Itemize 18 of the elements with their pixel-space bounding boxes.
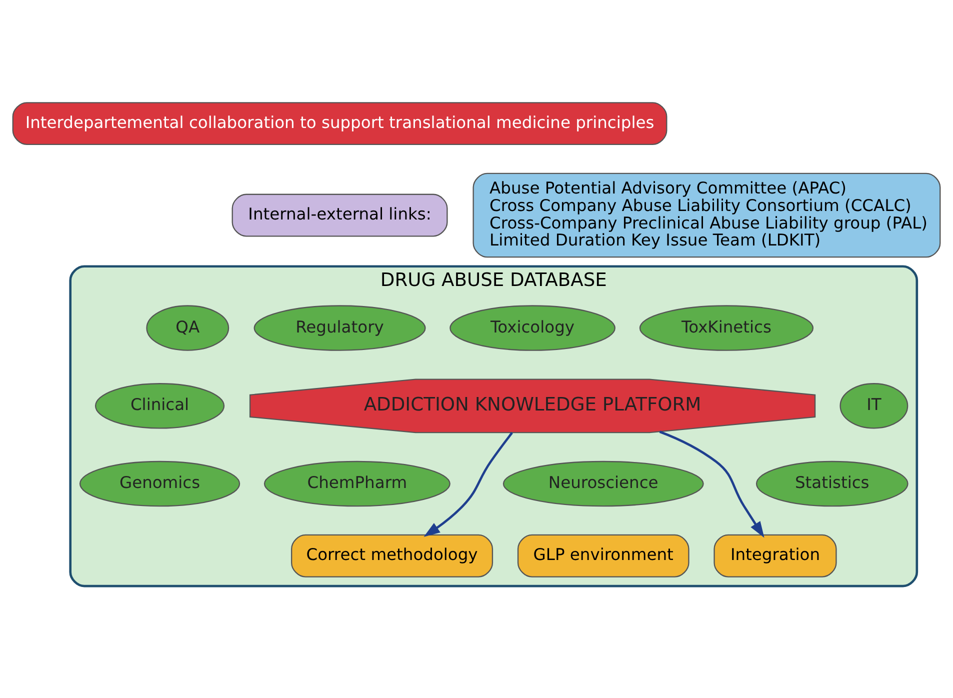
node-ellipse: IT xyxy=(840,383,908,429)
node-ellipse: Toxicology xyxy=(450,305,616,351)
node-ellipse: Regulatory xyxy=(254,305,426,351)
arrow xyxy=(424,432,513,537)
arrow xyxy=(659,430,764,538)
node-ellipse: ChemPharm xyxy=(264,460,450,507)
node-box: Interdepartemental collaboration to support translational medicine principles xyxy=(12,102,668,146)
node-ellipse: Genomics xyxy=(79,460,240,507)
node-ellipse: ToxKinetics xyxy=(639,305,814,351)
node-ellipse: Statistics xyxy=(756,460,908,507)
node-box: GLP environment xyxy=(517,534,690,578)
node-box: Internal-external links: xyxy=(232,194,448,237)
node-ellipse: Clinical xyxy=(94,383,225,429)
node-box: Abuse Potential Advisory Committee (APAC) Cross Company Abuse Liability Consortium (CCALC) Cross-Company Preclinical Abuse Liability group (PAL) Limited Duration Key Issue Team (LDKIT) xyxy=(472,172,941,258)
node-ellipse: QA xyxy=(146,305,230,351)
node-box: Correct methodology xyxy=(291,534,494,578)
node-box: Integration xyxy=(714,534,837,578)
node-ellipse: Neuroscience xyxy=(502,460,704,507)
